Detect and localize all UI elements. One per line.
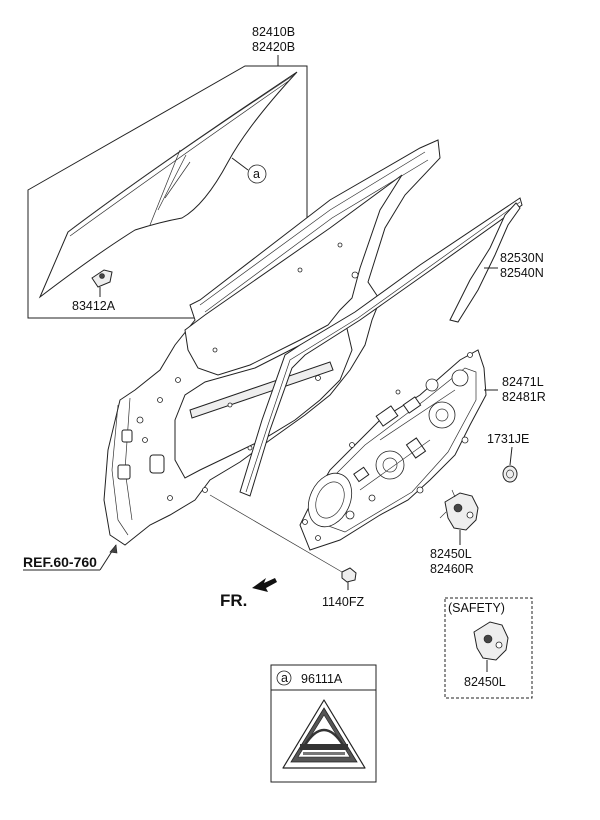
label-ref: REF.60-760 bbox=[23, 554, 97, 570]
safety-box: (SAFETY) 82450L bbox=[444, 597, 533, 699]
label-run-channel-2: 82540N bbox=[500, 266, 544, 280]
screw-icon bbox=[341, 567, 357, 583]
label-glass-clip: 83412A bbox=[72, 299, 116, 313]
label-safety-title: (SAFETY) bbox=[448, 601, 505, 615]
callout-a-marker-letter: a bbox=[253, 167, 260, 181]
label-plug: 1731JE bbox=[487, 432, 529, 446]
door-frame bbox=[103, 139, 441, 546]
label-run-channel-1: 82530N bbox=[500, 251, 544, 265]
safety-regulator-icon bbox=[473, 621, 509, 661]
rear-channel bbox=[449, 202, 521, 323]
label-regulator-2: 82460R bbox=[430, 562, 474, 576]
callout-box: a 96111A bbox=[270, 664, 377, 783]
label-callout-part: 96111A bbox=[301, 672, 343, 686]
label-glass-2: 82420B bbox=[252, 40, 295, 54]
glass-box bbox=[27, 65, 308, 319]
label-safety-part: 82450L bbox=[464, 675, 506, 689]
label-glass-1: 82410B bbox=[252, 25, 295, 39]
label-front: FR. bbox=[220, 591, 247, 610]
module-panel bbox=[299, 349, 487, 551]
label-module-panel-2: 82481R bbox=[502, 390, 546, 404]
glass-group: a 83412A 82410B 82420B bbox=[27, 25, 308, 319]
security-label-icon bbox=[282, 699, 366, 769]
plug-icon bbox=[502, 465, 518, 483]
label-screw: 1140FZ bbox=[322, 595, 365, 609]
label-regulator-1: 82450L bbox=[430, 547, 472, 561]
label-module-panel-1: 82471L bbox=[502, 375, 544, 389]
regulator-motor-icon bbox=[439, 489, 479, 531]
run-channel bbox=[239, 197, 523, 497]
callout-a-marker bbox=[247, 164, 267, 184]
callout-box-letter: a bbox=[281, 671, 288, 685]
front-arrow-icon bbox=[252, 578, 277, 592]
glass-clip-icon bbox=[91, 269, 113, 288]
